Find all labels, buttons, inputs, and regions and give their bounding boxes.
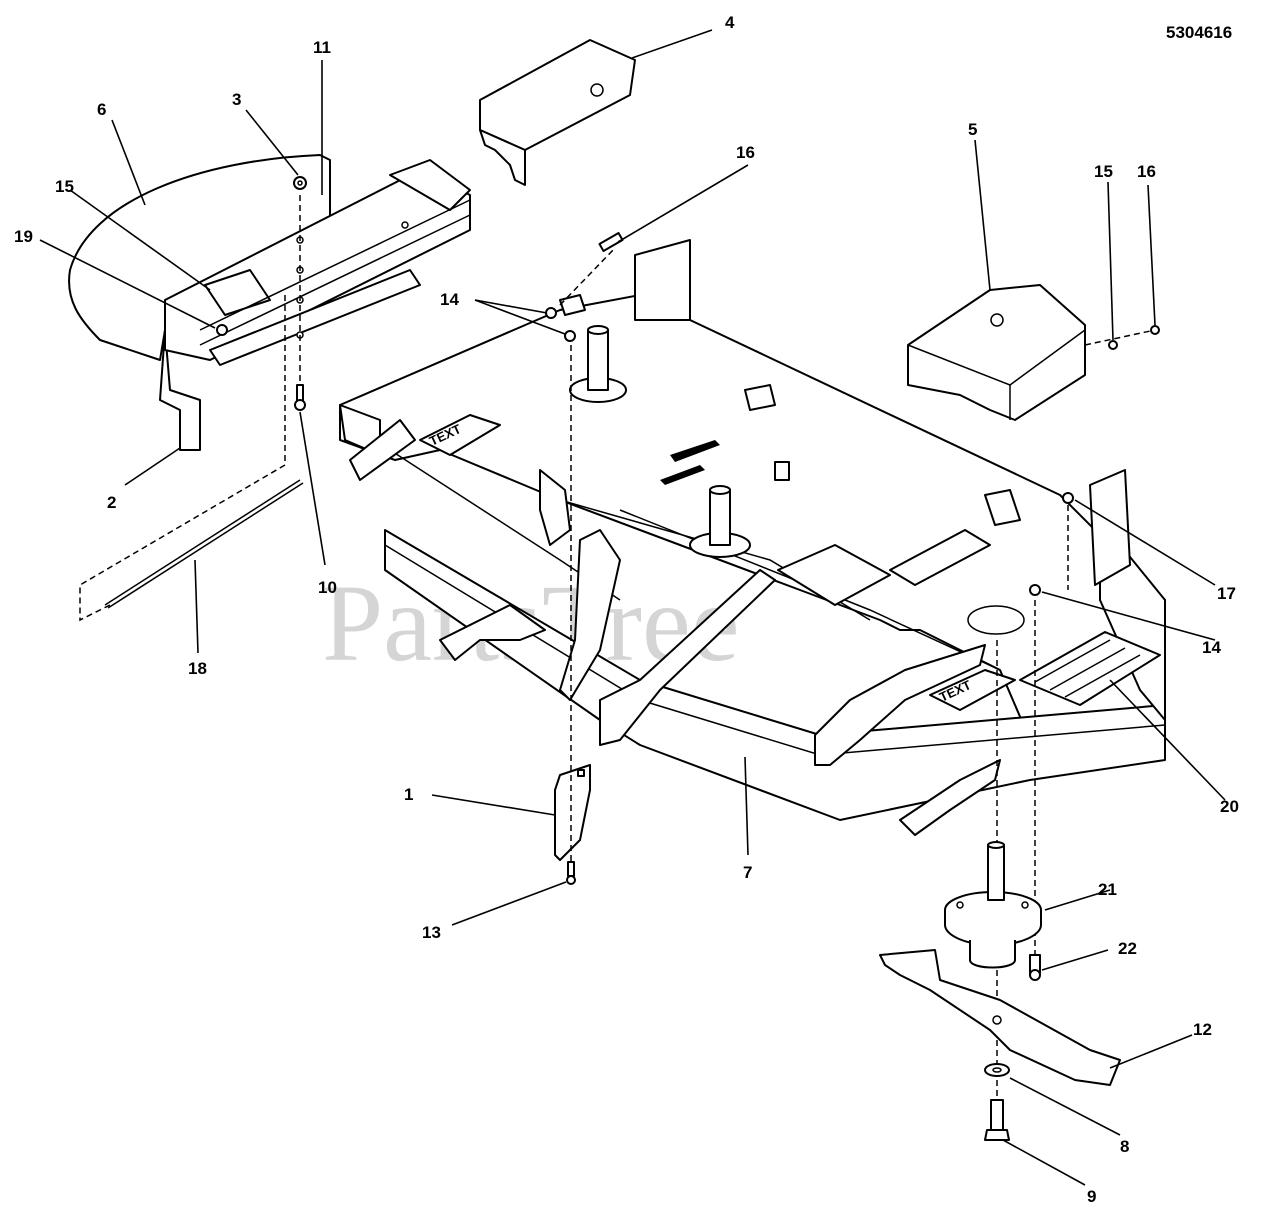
callout-15-right: 15	[1094, 162, 1113, 181]
blade-12[interactable]	[879, 949, 1121, 1086]
spindle-stub-center[interactable]	[689, 485, 751, 558]
callout-4: 4	[725, 13, 735, 32]
callout-14-top: 14	[440, 290, 459, 309]
callout-20: 20	[1220, 797, 1239, 816]
screw-13[interactable]	[566, 861, 576, 885]
bolt-9[interactable]	[984, 1099, 1010, 1141]
callout-16-right: 16	[1137, 162, 1156, 181]
callout-18: 18	[188, 659, 207, 678]
mower-deck-7[interactable]	[339, 239, 1166, 836]
callout-22: 22	[1118, 939, 1137, 958]
callout-6: 6	[97, 100, 106, 119]
bolt-16-top[interactable]	[598, 232, 624, 252]
callout-19: 19	[14, 227, 33, 246]
callout-5: 5	[968, 120, 977, 139]
callout-15-left: 15	[55, 177, 74, 196]
callout-11: 11	[313, 38, 331, 57]
nut-19[interactable]	[216, 324, 228, 336]
callout-9: 9	[1087, 1187, 1096, 1206]
washer-15-right[interactable]	[1108, 340, 1118, 350]
callouts: 1 2 3 4 5 6 7 8 9 10 11 12 13 14 14 15 1…	[14, 13, 1239, 1206]
spindle-21[interactable]	[944, 841, 1042, 969]
callout-8: 8	[1120, 1137, 1129, 1156]
bolt-10[interactable]	[294, 384, 306, 411]
callout-10: 10	[318, 578, 337, 597]
rod-18[interactable]	[104, 479, 304, 609]
bracket-1[interactable]	[554, 764, 591, 861]
document-number: 5304616	[1166, 23, 1232, 42]
callout-7: 7	[743, 863, 752, 882]
leader-lines	[39, 29, 1226, 1186]
callout-2: 2	[107, 493, 116, 512]
bracket-14-top[interactable]	[545, 294, 586, 319]
rod-path-dashed	[79, 295, 286, 622]
nut-14-left[interactable]	[564, 330, 576, 342]
callout-3: 3	[232, 90, 241, 109]
callout-16-top: 16	[736, 143, 755, 162]
callout-17: 17	[1217, 584, 1236, 603]
bolt-16-path-top	[559, 247, 616, 306]
spindle-stub-left[interactable]	[569, 325, 627, 403]
bolt-17[interactable]	[1062, 492, 1074, 504]
cover-5-fastener-path	[1084, 329, 1156, 346]
callout-14-right: 14	[1202, 638, 1221, 657]
callout-13: 13	[422, 923, 441, 942]
spindle-cover-5[interactable]	[907, 284, 1086, 421]
discharge-chute-assembly[interactable]	[68, 154, 471, 451]
callout-12: 12	[1193, 1020, 1212, 1039]
bolt-22[interactable]	[1029, 954, 1041, 981]
bolt-16-right[interactable]	[1150, 325, 1160, 335]
washer-8[interactable]	[984, 1063, 1010, 1077]
nut-14-right[interactable]	[1029, 584, 1041, 596]
callout-1: 1	[404, 785, 413, 804]
spindle-cover-4[interactable]	[479, 39, 636, 186]
callout-21: 21	[1098, 880, 1117, 899]
nut-3[interactable]	[293, 176, 307, 190]
